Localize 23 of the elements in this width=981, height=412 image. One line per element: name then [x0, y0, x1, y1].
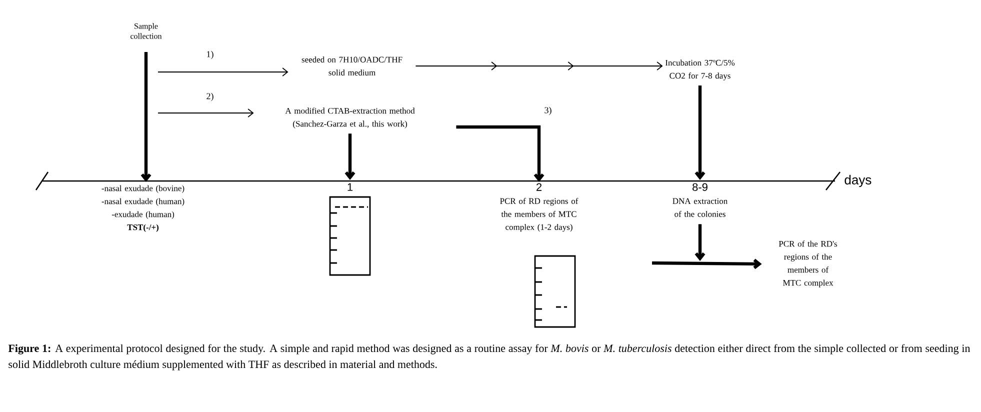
arrow: [158, 108, 254, 118]
arrow: [344, 134, 356, 180]
edge-label: 1): [205, 50, 215, 60]
arrow: [694, 224, 706, 261]
caption: Figure 1: A experimental protocol designed for the study. A simple and rapid method was designed as a routine assay for M. bovis or M. tuberculosis detection either direct from the simple collected or from seeding in solid Middlebroth culture médium supplemented with THF as described in material and methods.: [8, 344, 970, 370]
arrow: [456, 125, 544, 182]
arrow: [652, 258, 762, 270]
day-label: 8-9 DNA extraction of the colonies: [672, 183, 728, 217]
step-text: Incubation 37ºC/5% CO2 for 7-8 days: [665, 60, 735, 80]
day-label: 1: [348, 183, 353, 191]
arrow: [140, 52, 152, 182]
step-text: seeded on 7H10/OADC/THF solid medium: [302, 56, 402, 76]
arrow: [158, 68, 288, 76]
arrow: [415, 62, 663, 70]
day-label: 2 PCR of RD regions of the members of MTC complex (1-2 days): [500, 183, 578, 232]
step-text: Sample collection: [130, 23, 162, 39]
sample-list: -nasal exudade (bovine) -nasal exudade (human) -exudade (human) TST(-/+): [102, 185, 184, 232]
edge-label: 3): [543, 106, 553, 116]
arrow: [694, 86, 706, 180]
edge-label: 2): [205, 92, 215, 102]
step-text: A modified CTAB-extraction method (Sanchez-Garza et al., this work): [285, 108, 415, 128]
axis-label: days: [844, 174, 872, 188]
step-text: PCR of the RD's regions of the members of MTC complex: [778, 240, 838, 288]
